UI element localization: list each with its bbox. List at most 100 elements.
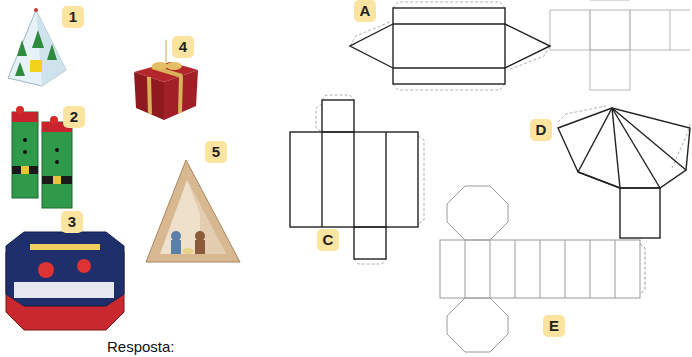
rectangular-prism-net (385, 132, 386, 227)
wooden-triangle-frame (195, 231, 205, 241)
octagonal-prism-net (590, 240, 591, 298)
octagonal-box (6, 232, 124, 330)
octagonal-prism-net (440, 240, 640, 298)
cube-net (550, 10, 590, 50)
pyramid-gift-box (47, 44, 57, 60)
triangular-prism-net (350, 2, 550, 90)
octagonal-box (77, 259, 91, 273)
elf-gift-boxes (55, 160, 59, 164)
pyramid-gift-box (8, 10, 66, 86)
elf-gift-boxes (23, 138, 27, 142)
elf-gift-boxes (55, 148, 59, 152)
cube-net (550, 0, 690, 90)
octagonal-prism-net (640, 244, 645, 294)
pyramid-net (578, 172, 620, 188)
pyramid-gift-box (8, 8, 66, 86)
octagonal-prism-net (515, 240, 516, 298)
callout-label: D (530, 119, 552, 141)
wooden-triangle-frame (146, 160, 240, 262)
octagonal-prism-net (447, 186, 508, 240)
cube-net (630, 10, 670, 50)
callout-label: 4 (172, 36, 194, 58)
elf-gift-boxes (16, 106, 24, 114)
elf-gift-boxes (12, 166, 38, 174)
red-gift-box (152, 62, 168, 70)
octagonal-prism-net (447, 298, 508, 352)
octagonal-box (14, 282, 114, 298)
rectangular-prism-net (322, 100, 354, 132)
triangular-prism-net (393, 23, 505, 24)
red-gift-box (134, 72, 164, 120)
callout-label: A (354, 0, 376, 22)
wooden-triangle-frame (160, 180, 226, 254)
rectangular-prism-net (353, 132, 354, 227)
octagonal-box (6, 232, 124, 306)
elf-gift-boxes (12, 112, 38, 198)
cube-net (590, 10, 630, 50)
rectangular-prism-net (290, 95, 424, 264)
answer-label: Resposta: (107, 338, 175, 355)
elf-gift-boxes (23, 150, 27, 154)
triangular-prism-net (350, 8, 550, 84)
wooden-triangle-frame (171, 231, 181, 241)
wooden-triangle-frame (187, 180, 226, 254)
rectangular-prism-net (290, 132, 418, 227)
callout-label: 5 (205, 141, 227, 163)
cube-net (590, 0, 630, 1)
red-gift-box (166, 40, 167, 62)
elf-gift-boxes (50, 116, 58, 124)
pyramid-net (558, 108, 690, 188)
octagonal-prism-net (490, 240, 491, 298)
pyramid-net (558, 106, 690, 168)
callout-label: 2 (63, 106, 85, 128)
elf-gift-boxes (53, 176, 61, 184)
pyramid-gift-box (32, 30, 44, 48)
callout-label: 1 (62, 6, 84, 28)
red-gift-box (149, 77, 150, 114)
pyramid-net (620, 188, 660, 238)
rectangular-prism-net (290, 100, 418, 259)
triangular-prism-net (350, 2, 550, 90)
pyramid-net (558, 108, 690, 238)
octagonal-box (38, 262, 54, 278)
pyramid-net (612, 108, 686, 170)
rectangular-prism-net (322, 95, 354, 100)
pyramid-net (558, 106, 690, 238)
pyramid-gift-box (15, 62, 25, 76)
red-gift-box (166, 62, 182, 70)
octagonal-prism-net (615, 240, 616, 298)
rectangular-prism-net (316, 95, 424, 264)
octagonal-prism-net (465, 240, 466, 298)
callout-label: E (543, 315, 565, 337)
elf-gift-boxes (21, 166, 29, 174)
callout-label: C (317, 229, 339, 251)
pyramid-gift-box (17, 40, 27, 56)
callout-label: 3 (61, 211, 83, 233)
pyramid-gift-box (30, 60, 42, 72)
rectangular-prism-net (354, 227, 386, 259)
cube-net (670, 10, 690, 11)
octagonal-box (30, 244, 100, 250)
wooden-triangle-frame (171, 240, 181, 254)
triangular-prism-net (393, 2, 505, 8)
elf-gift-boxes (12, 112, 38, 122)
wooden-triangle-frame (146, 160, 240, 262)
rectangular-prism-net (321, 132, 322, 227)
rectangular-prism-net (316, 104, 322, 132)
pyramid-gift-box (34, 8, 38, 12)
elf-gift-boxes (42, 122, 72, 208)
triangular-prism-net (350, 24, 393, 68)
octagonal-prism-net (440, 186, 645, 352)
wooden-triangle-frame (182, 248, 194, 254)
pyramid-net (612, 108, 660, 188)
triangular-prism-net (505, 24, 550, 68)
octagonal-prism-net (540, 240, 541, 298)
triangular-prism-net (393, 8, 505, 84)
rectangular-prism-net (418, 136, 424, 224)
triangular-prism-net (393, 84, 505, 90)
rectangular-prism-net (354, 259, 386, 264)
octagonal-prism-net (565, 240, 566, 298)
cube-net (590, 50, 630, 90)
red-gift-box (180, 76, 181, 113)
